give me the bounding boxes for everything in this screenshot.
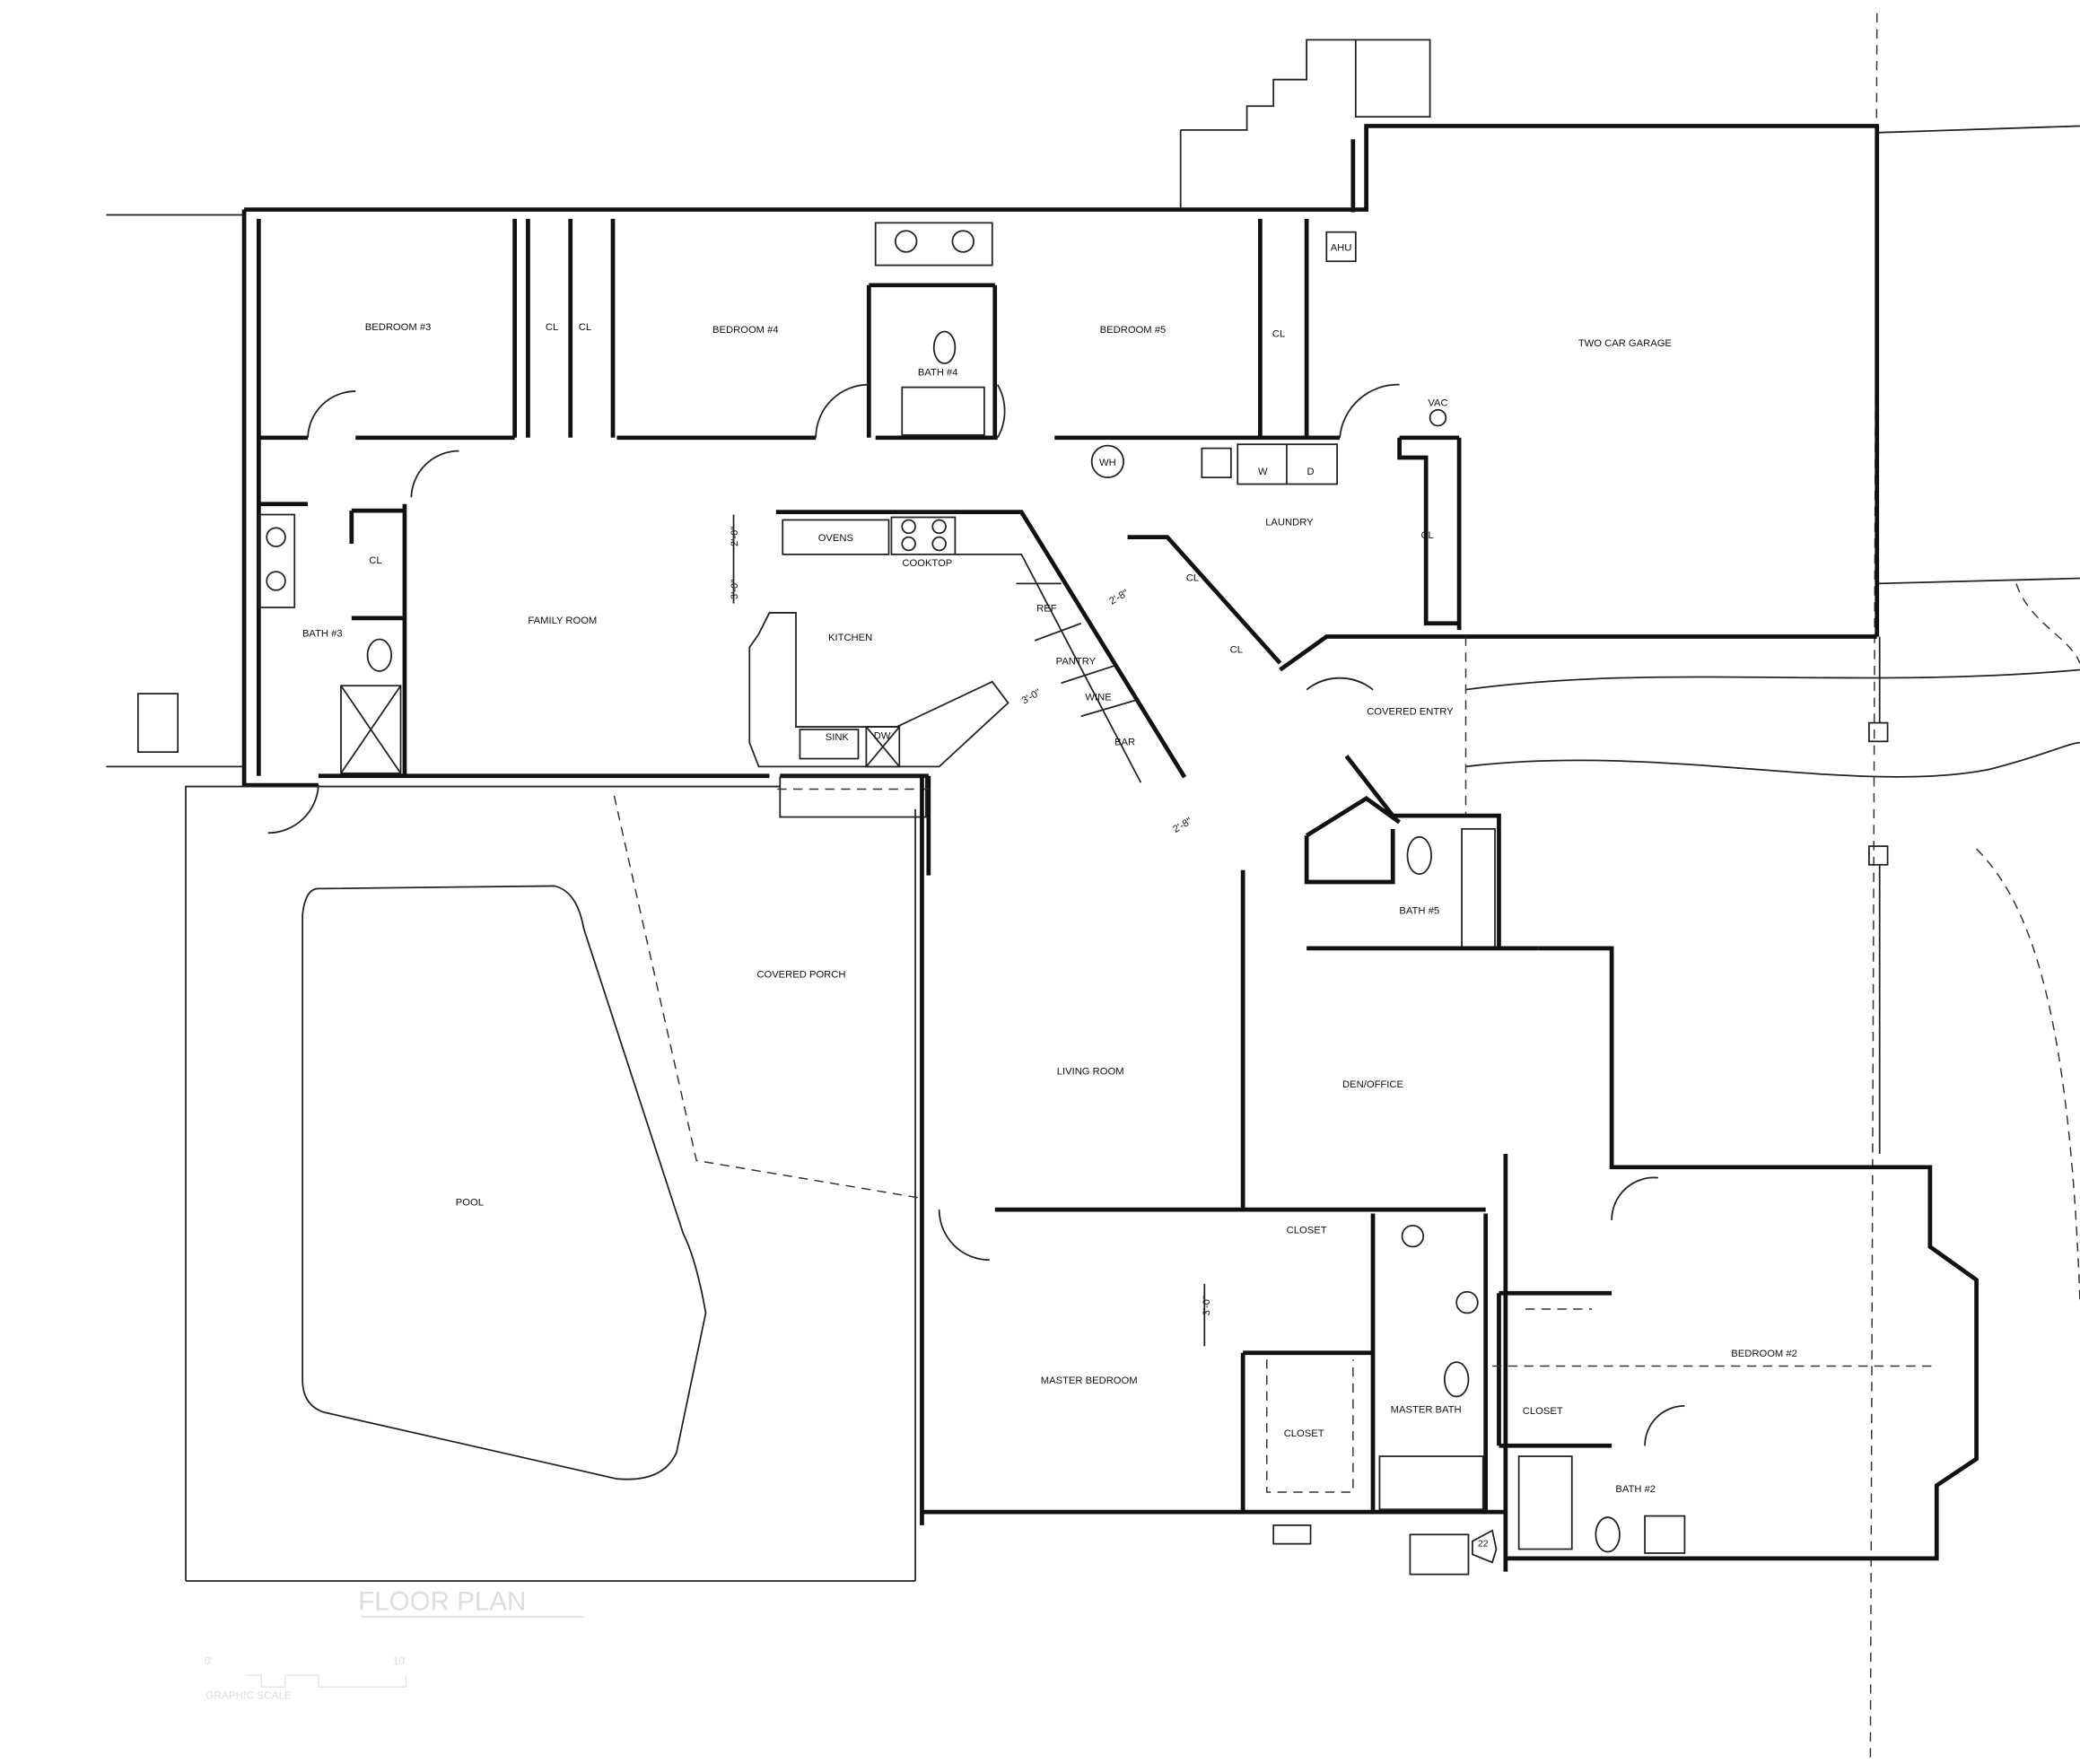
dim-2-8-hall: 2'-8" [1107,588,1130,607]
label-covered-porch: COVERED PORCH [756,969,845,980]
label-master-bath: MASTER BATH [1391,1404,1462,1415]
label-cooktop: COOKTOP [902,558,952,569]
laundry-entry-walls [1090,437,1501,949]
label-ref: REF [1036,603,1057,614]
dim-3-0-master: 3'-0" [1202,1296,1212,1315]
label-cl-bed3: CL [546,322,558,333]
family-bath3-walls [258,450,459,834]
section-marker: 22 [1472,1529,1498,1564]
label-cl-bed5: CL [1272,328,1285,339]
dimensions: 2'-0" 3'-0" 2'-8" 3'-0" 2'-8" 3'-0" [730,514,1212,1347]
label-wine: WINE [1085,692,1111,703]
label-laundry: LAUNDRY [1265,517,1314,528]
label-ovens: OVENS [818,533,853,544]
label-bath-2: BATH #2 [1615,1484,1656,1495]
pool-outline [302,885,707,1480]
label-den-office: DEN/OFFICE [1342,1079,1403,1090]
label-master-bedroom: MASTER BEDROOM [1041,1375,1138,1386]
kitchen-walls [748,510,1187,876]
label-bedroom-3: BEDROOM #3 [365,322,432,333]
label-kitchen: KITCHEN [828,633,872,643]
marker-22: 22 [1478,1540,1489,1550]
label-wh: WH [1099,458,1116,468]
label-bar: BAR [1114,738,1135,748]
room-labels: BEDROOM #3 BEDROOM #4 BEDROOM #5 BATH #4… [302,242,1797,1495]
site-lines [106,13,2080,1764]
scale-zero: 0' [205,1655,213,1667]
label-bedroom-2: BEDROOM #2 [1731,1349,1797,1359]
label-ahu: AHU [1331,242,1352,253]
scale-ten: 10' [393,1655,406,1667]
label-sink: SINK [826,732,850,743]
label-closet-master: CLOSET [1287,1226,1327,1236]
central-walls [920,775,1979,1576]
label-covered-entry: COVERED ENTRY [1367,707,1454,718]
label-cl-hall-2: CL [1230,644,1243,655]
label-vac: VAC [1428,397,1447,408]
dim-2-8-bar: 2'-8" [1171,816,1193,835]
label-cl-hall-1: CL [1186,572,1199,583]
label-bath-4: BATH #4 [918,367,958,378]
label-cl-bath3: CL [369,555,381,566]
label-bedroom-4: BEDROOM #4 [712,325,779,336]
dim-3-0-island: 3'-0" [1020,687,1043,707]
label-cl-bed4: CL [579,322,591,333]
label-family-room: FAMILY ROOM [528,616,597,626]
dim-3-0-kitchen: 3'-0" [730,580,740,599]
label-dw: DW [874,730,891,741]
dim-2-0: 2'-0" [730,527,740,546]
exterior-walls [241,124,1880,788]
porch-pool [185,785,919,1582]
label-closet-bedroom-2: CLOSET [1523,1406,1563,1417]
label-dryer: D [1307,467,1314,477]
label-garage: TWO CAR GARAGE [1578,338,1672,349]
title-block: FLOOR PLAN 0' 10' GRAPHIC SCALE [205,1587,584,1702]
label-bath-3: BATH #3 [302,629,343,640]
label-washer: W [1258,467,1268,477]
label-pantry: PANTRY [1056,657,1097,668]
bedroom-wing-walls [258,218,1460,441]
label-pool: POOL [456,1198,484,1209]
label-bath-5: BATH #5 [1399,905,1439,916]
label-bedroom-5: BEDROOM #5 [1100,325,1167,336]
plan-title: FLOOR PLAN [358,1587,526,1617]
label-cl-laundry: CL [1420,530,1433,541]
label-living-room: LIVING ROOM [1057,1066,1124,1077]
scale-label: GRAPHIC SCALE [205,1690,292,1702]
label-closet-walkin: CLOSET [1284,1428,1324,1439]
